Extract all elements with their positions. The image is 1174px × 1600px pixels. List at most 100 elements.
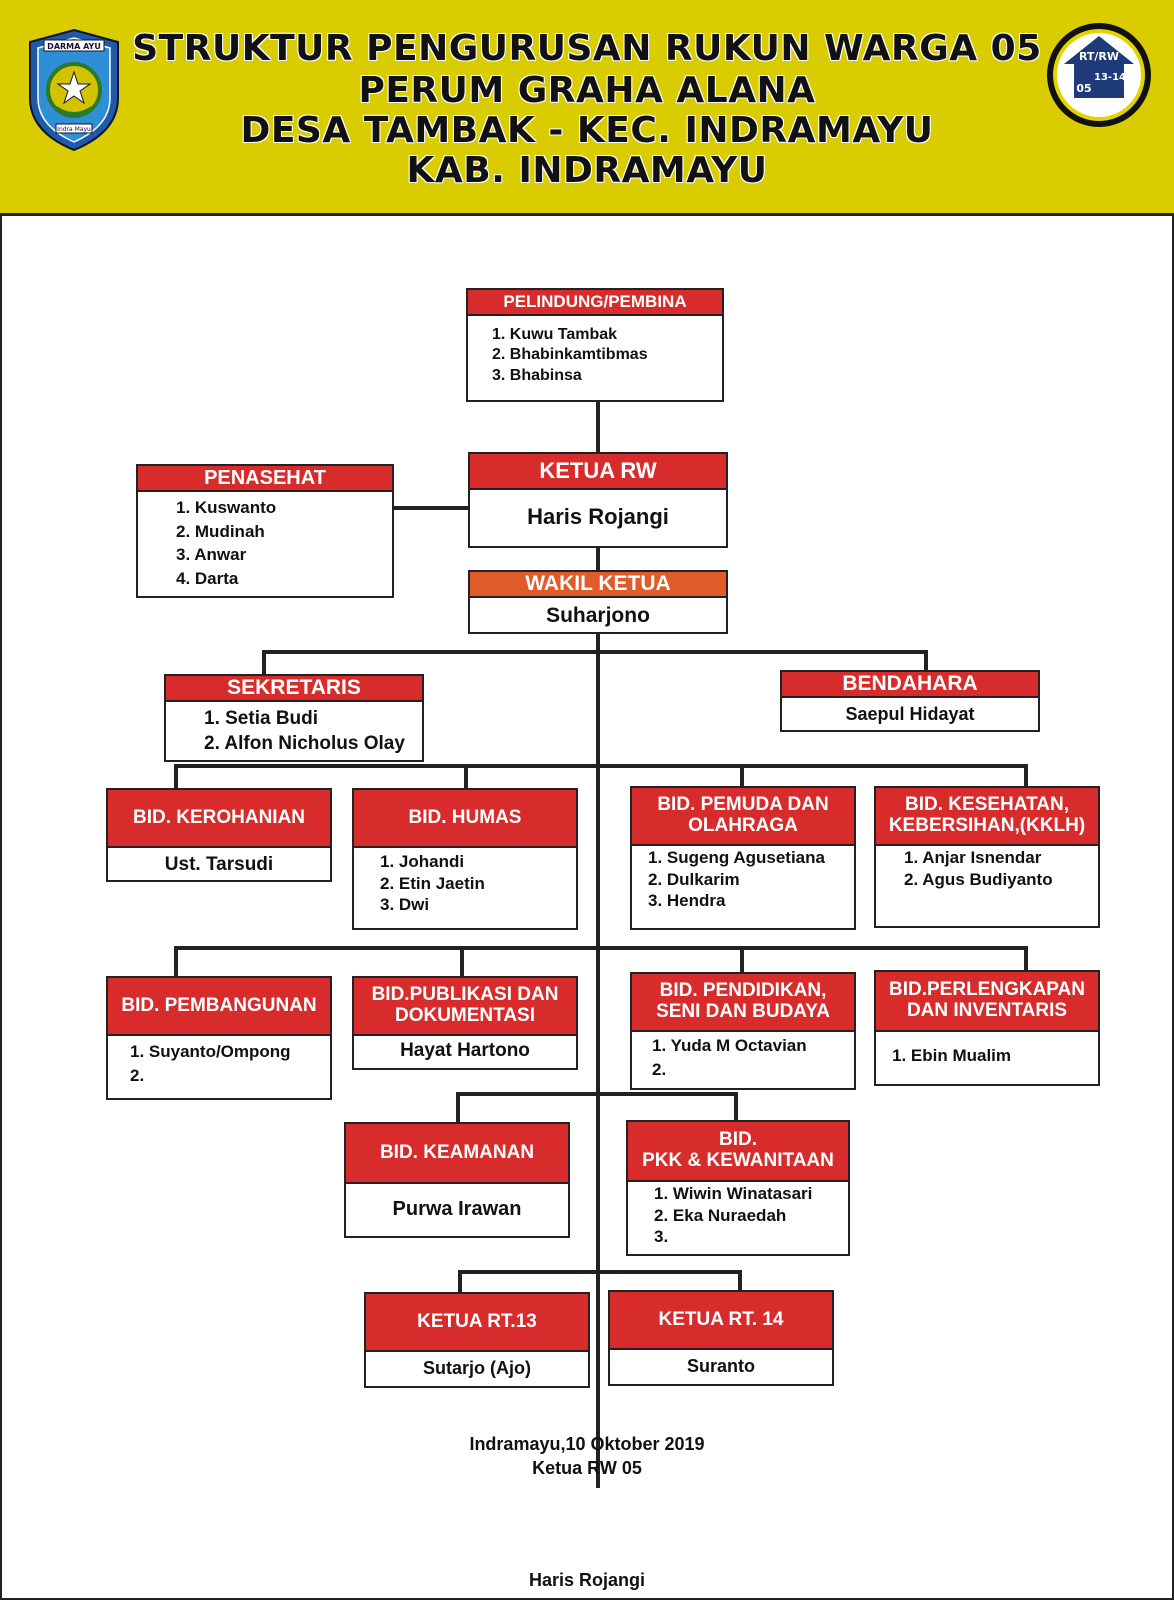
signature-role: Ketua RW 05: [532, 1458, 642, 1478]
ketua-rt14-box: KETUA RT. 14 Suranto: [608, 1290, 834, 1386]
bid-pemuda-box: BID. PEMUDA DAN OLAHRAGA 1. Sugeng Aguse…: [630, 786, 856, 930]
regency-crest-icon: DARMA AYU Indra Mayu: [29, 28, 119, 152]
bid-pendidikan-title: BID. PENDIDIKAN, SENI DAN BUDAYA: [632, 974, 854, 1032]
bid-publikasi-title-line-1: BID.PUBLIKASI DAN: [371, 984, 559, 1006]
bendahara-box: BENDAHARA Saepul Hidayat: [780, 670, 1040, 732]
list-item: 1. Johandi: [380, 852, 465, 871]
bid-pkk-title-line-2: PKK & KEWANITAAN: [642, 1150, 834, 1171]
bid-pendidikan-box: BID. PENDIDIKAN, SENI DAN BUDAYA 1. Yuda…: [630, 972, 856, 1090]
ketua-rw-name: Haris Rojangi: [527, 504, 669, 529]
list-item: 2. Bhabinkamtibmas: [492, 346, 648, 364]
bid-keamanan-name: Purwa Irawan: [392, 1198, 522, 1220]
bid-pemuda-title: BID. PEMUDA DAN OLAHRAGA: [632, 788, 854, 846]
list-item: 1. Setia Budi: [204, 708, 319, 729]
bid-pemuda-title-line-2: OLAHRAGA: [688, 815, 798, 836]
bendahara-title: BENDAHARA: [782, 672, 1038, 698]
bid-kerohanian-name: Ust. Tarsudi: [164, 854, 274, 875]
bid-perlengkapan-title-line-2: DAN INVENTARIS: [906, 1000, 1068, 1021]
header-banner: DARMA AYU Indra Mayu STRUKTUR PENGURUSAN…: [0, 0, 1174, 216]
list-item: 3.: [654, 1227, 669, 1247]
title-line-4: KAB. INDRAMAYU: [406, 150, 768, 191]
sekretaris-box: SEKRETARIS 1. Setia Budi 2. Alfon Nichol…: [164, 674, 424, 762]
crest-motto-text: Indra Mayu: [57, 126, 91, 133]
list-item: 1. Anjar Isnendar: [904, 848, 1042, 867]
emblem-rtrw-text: RT/RW: [1079, 50, 1119, 63]
emblem-rt-numbers: 13-14: [1094, 72, 1126, 83]
bid-pkk-title: BID. PKK & KEWANITAAN: [628, 1122, 848, 1182]
list-item: 2. Etin Jaetin: [380, 873, 485, 893]
bid-humas-list: 1. Johandi 2. Etin Jaetin 3. Dwi: [354, 848, 576, 915]
bid-pkk-title-line-1: BID.: [719, 1129, 757, 1151]
bid-humas-box: BID. HUMAS 1. Johandi 2. Etin Jaetin 3. …: [352, 788, 578, 930]
ketua-rw-title: KETUA RW: [470, 454, 726, 490]
bendahara-name: Saepul Hidayat: [845, 704, 975, 724]
emblem-rw-number: 05: [1076, 82, 1091, 95]
bid-keamanan-box: BID. KEAMANAN Purwa Irawan: [344, 1122, 570, 1238]
bid-pemuda-title-line-1: BID. PEMUDA DAN: [657, 794, 829, 816]
list-item: 3. Bhabinsa: [492, 366, 582, 384]
bid-publikasi-title: BID.PUBLIKASI DAN DOKUMENTASI: [354, 978, 576, 1036]
bid-kesehatan-title-line-1: BID. KESEHATAN,: [905, 794, 1069, 816]
bid-perlengkapan-title: BID.PERLENGKAPAN DAN INVENTARIS: [876, 972, 1098, 1032]
ketua-rt13-box: KETUA RT.13 Sutarjo (Ajo): [364, 1292, 590, 1388]
bid-kesehatan-list: 1. Anjar Isnendar 2. Agus Budiyanto: [876, 846, 1098, 889]
pelindung-title: PELINDUNG/PEMBINA: [468, 290, 722, 316]
bid-pendidikan-title-line-2: SENI DAN BUDAYA: [656, 1001, 830, 1022]
bid-perlengkapan-list: 1. Ebin Mualim: [876, 1032, 1098, 1066]
bid-perlengkapan-box: BID.PERLENGKAPAN DAN INVENTARIS 1. Ebin …: [874, 970, 1100, 1086]
bid-pendidikan-title-line-1: BID. PENDIDIKAN,: [659, 980, 827, 1002]
bid-kesehatan-title: BID. KESEHATAN, KEBERSIHAN,(KKLH): [876, 788, 1098, 846]
bid-pemuda-list: 1. Sugeng Agusetiana 2. Dulkarim 3. Hend…: [632, 846, 854, 911]
list-item: 3. Dwi: [380, 895, 430, 915]
list-item: 2. Dulkarim: [648, 869, 740, 889]
ketua-rt14-name: Suranto: [686, 1356, 755, 1376]
bid-publikasi-title-line-2: DOKUMENTASI: [394, 1005, 536, 1026]
signature-name: Haris Rojangi: [528, 1570, 646, 1590]
ketua-rw-box: KETUA RW Haris Rojangi: [468, 452, 728, 548]
bid-publikasi-box: BID.PUBLIKASI DAN DOKUMENTASI Hayat Hart…: [352, 976, 578, 1070]
bid-kerohanian-title: BID. KEROHANIAN: [108, 790, 330, 848]
ketua-rt13-name: Sutarjo (Ajo): [423, 1358, 531, 1378]
list-item: 1. Wiwin Winatasari: [654, 1184, 813, 1203]
list-item: 4. Darta: [176, 568, 239, 588]
wakil-ketua-box: WAKIL KETUA Suharjono: [468, 570, 728, 634]
signature-place-date: Indramayu,10 Oktober 2019: [469, 1434, 705, 1454]
bid-perlengkapan-title-line-1: BID.PERLENGKAPAN: [889, 979, 1085, 1001]
list-item: 2. Eka Nuraedah: [654, 1205, 787, 1225]
list-item: 2.: [130, 1065, 145, 1085]
title-line-2: PERUM GRAHA ALANA: [358, 70, 816, 111]
sekretaris-list: 1. Setia Budi 2. Alfon Nicholus Olay: [166, 702, 422, 755]
list-item: 2. Alfon Nicholus Olay: [204, 732, 405, 754]
bid-pembangunan-title: BID. PEMBANGUNAN: [108, 978, 330, 1036]
bid-kesehatan-box: BID. KESEHATAN, KEBERSIHAN,(KKLH) 1. Anj…: [874, 786, 1100, 928]
penasehat-box: PENASEHAT 1. Kuswanto 2. Mudinah 3. Anwa…: [136, 464, 394, 598]
list-item: 1. Kuwu Tambak: [492, 326, 618, 343]
list-item: 1. Suyanto/Ompong: [130, 1042, 291, 1061]
crest-banner-text: DARMA AYU: [47, 42, 101, 51]
sekretaris-title: SEKRETARIS: [166, 676, 422, 702]
list-item: 1. Yuda M Octavian: [652, 1036, 807, 1055]
list-item: 2.: [652, 1059, 667, 1079]
pelindung-list: 1. Kuwu Tambak 2. Bhabinkamtibmas 3. Bha…: [468, 316, 722, 385]
penasehat-list: 1. Kuswanto 2. Mudinah 3. Anwar 4. Darta: [138, 492, 392, 588]
title-line-3: DESA TAMBAK - KEC. INDRAMAYU: [240, 110, 934, 151]
wakil-ketua-title: WAKIL KETUA: [470, 572, 726, 598]
wakil-ketua-name: Suharjono: [546, 604, 650, 627]
list-item: 3. Anwar: [176, 545, 247, 565]
bid-publikasi-name: Hayat Hartono: [400, 1040, 530, 1061]
ketua-rt13-title: KETUA RT.13: [366, 1294, 588, 1352]
bid-kesehatan-title-line-2: KEBERSIHAN,(KKLH): [888, 815, 1086, 836]
bid-humas-title: BID. HUMAS: [354, 790, 576, 848]
bid-kerohanian-box: BID. KEROHANIAN Ust. Tarsudi: [106, 788, 332, 882]
rtrw-emblem-icon: RT/RW 13-14 05: [1047, 23, 1151, 127]
list-item: 2. Mudinah: [176, 521, 265, 541]
penasehat-title: PENASEHAT: [138, 466, 392, 492]
bid-keamanan-title: BID. KEAMANAN: [346, 1124, 568, 1184]
ketua-rt14-title: KETUA RT. 14: [610, 1292, 832, 1350]
bid-pkk-box: BID. PKK & KEWANITAAN 1. Wiwin Winatasar…: [626, 1120, 850, 1256]
title-line-1: STRUKTUR PENGURUSAN RUKUN WARGA 05: [132, 28, 1042, 69]
list-item: 3. Hendra: [648, 891, 726, 911]
bid-pendidikan-list: 1. Yuda M Octavian 2.: [632, 1032, 854, 1079]
bid-pembangunan-box: BID. PEMBANGUNAN 1. Suyanto/Ompong 2.: [106, 976, 332, 1100]
list-item: 1. Ebin Mualim: [892, 1046, 1012, 1065]
